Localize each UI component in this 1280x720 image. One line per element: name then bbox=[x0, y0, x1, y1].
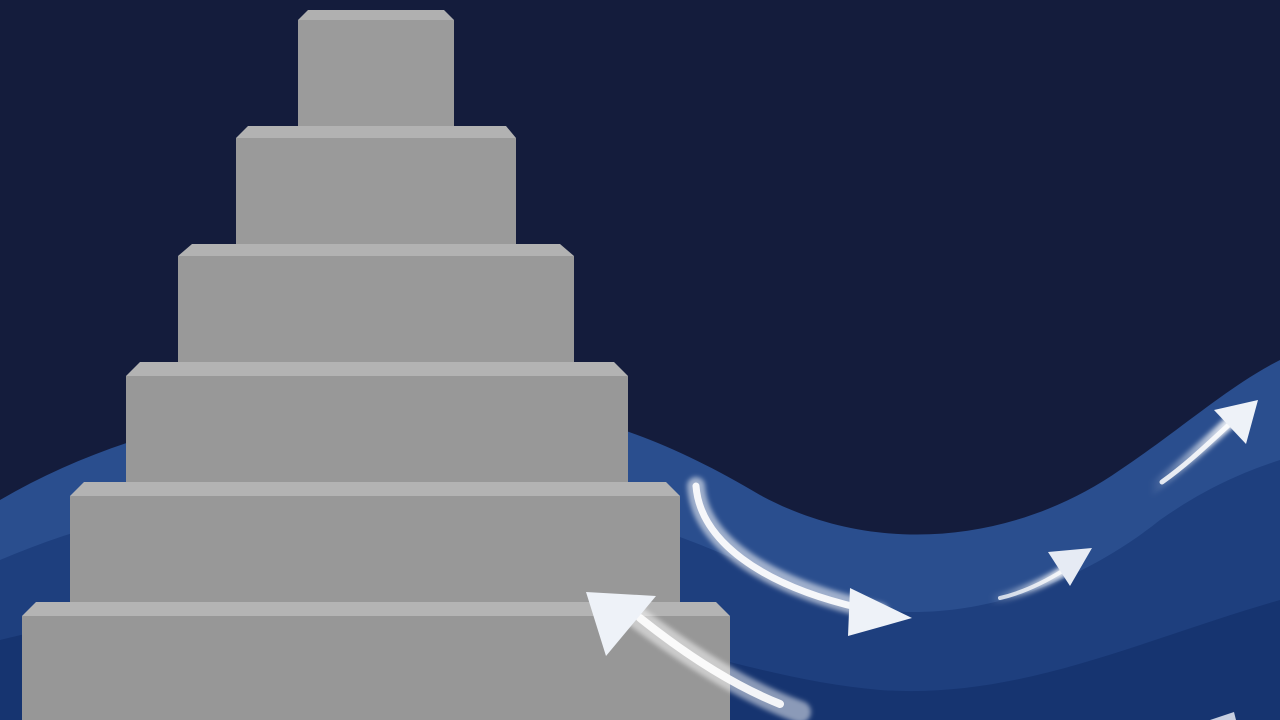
small-arrow-icon-center bbox=[985, 548, 1092, 605]
rising-arrow-icon-right bbox=[1144, 400, 1258, 496]
flow-arrows bbox=[586, 400, 1258, 720]
pyramid-tier-2 bbox=[70, 482, 680, 602]
stepped-pyramid bbox=[22, 10, 730, 720]
corner-arrow-icon bbox=[1210, 712, 1236, 720]
pyramid-tier-5 bbox=[236, 126, 516, 244]
pyramid-tier-1 bbox=[22, 602, 730, 720]
pyramid-tier-6 bbox=[298, 10, 454, 126]
up-left-arrow-icon bbox=[586, 592, 811, 720]
pyramid-tier-3 bbox=[126, 362, 628, 482]
curved-arrow-icon bbox=[687, 477, 912, 636]
pyramid-tier-4 bbox=[178, 244, 574, 362]
